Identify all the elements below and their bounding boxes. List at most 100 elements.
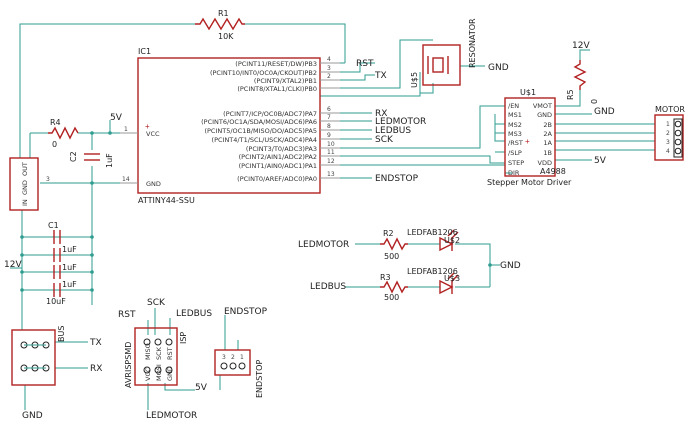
u1-pin-label: DIR <box>508 169 520 177</box>
ic1-pin-label: (PCINT5/OC1B/MISO/DO/ADC5)PA5 <box>204 127 317 135</box>
net-label-rx: RX <box>375 109 387 119</box>
net-label-sck: SCK <box>375 135 394 145</box>
u1-pin-label: 2A <box>543 130 552 138</box>
u1-pin-label: 1A <box>543 139 552 147</box>
c1-value: 10uF <box>46 297 66 306</box>
endstop-name: ENDSTOP <box>255 360 264 398</box>
motor-connector[interactable]: 1 2 3 4 MOTOR <box>654 105 685 161</box>
motor-name: MOTOR <box>655 105 685 114</box>
ic1-pin-label: (PCINT6/OC1A/SDA/MOSI/ADC6)PA6 <box>201 118 317 126</box>
ic1-right-pins <box>320 62 340 179</box>
led-d1-ref: U$2 <box>444 236 460 245</box>
resonator-name: RESONATOR <box>468 18 477 68</box>
wires <box>10 23 655 410</box>
u1-pin-label: MS1 <box>508 111 522 119</box>
u1-value: A4988 <box>540 167 566 176</box>
resistor-r4[interactable]: R4 0 <box>48 118 79 149</box>
led-d2-name: LEDFAB1206 <box>407 267 458 276</box>
ic1-pin-num: 1 <box>124 126 128 133</box>
c1-name: C1 <box>48 221 59 230</box>
r4-value: 0 <box>52 140 57 149</box>
motor-pin-num: 2 <box>666 130 670 137</box>
ic1-pin-num: 12 <box>327 158 335 165</box>
net-label-ledmotor: LEDMOTOR <box>146 411 197 421</box>
isp-pin-label: SCK <box>155 346 163 360</box>
net-label-gnd: GND <box>22 411 43 421</box>
u1-pin-label: /EN <box>508 102 519 110</box>
bus-name: BUS <box>57 326 66 342</box>
net-label-gnd: GND <box>488 63 509 73</box>
ic1-pin-num: 8 <box>327 123 331 130</box>
net-label-endstop: ENDSTOP <box>375 174 419 184</box>
c1-value: 1uF <box>62 280 77 289</box>
net-label-ledmotor: LEDMOTOR <box>298 240 349 250</box>
resistor-r5[interactable]: R5 0 <box>566 60 599 104</box>
ic1-pin-num: 10 <box>327 141 335 148</box>
c2-value: 1uF <box>105 153 114 168</box>
ic1-pin-label: (PCINT10/INT0/OC0A/CKOUT)PB2 <box>210 69 317 77</box>
motor-pin-num: 1 <box>666 121 670 128</box>
ic1-pin-num: 3 <box>327 65 331 72</box>
endstop-pin-num: 2 <box>231 354 235 361</box>
ic1-attiny44[interactable]: IC1 ATTINY44-SSU + 1 VCC 14 GND (PCINT11… <box>120 47 340 205</box>
ic1-pin-num: 11 <box>327 149 335 156</box>
capacitor-c2[interactable]: C2 1uF <box>69 151 114 168</box>
ic1-value: ATTINY44-SSU <box>138 196 195 205</box>
resistor-r1[interactable]: R1 10K <box>195 9 245 41</box>
net-label-rst: RST <box>118 310 136 320</box>
ic1-pin-num: 14 <box>122 176 130 183</box>
r5-value: 0 <box>590 99 599 104</box>
c2-name: C2 <box>69 151 78 162</box>
resistor-r3[interactable]: R3 500 <box>380 273 408 302</box>
net-label-tx: TX <box>89 338 102 348</box>
net-label-ledbus: LEDBUS <box>310 282 346 292</box>
u1-pin-label: 1B <box>543 149 552 157</box>
ic1-pin-num: 2 <box>327 73 331 80</box>
voltage-regulator-ic2[interactable]: GND OUT IN 3 <box>9 157 50 211</box>
led-d1[interactable]: LEDFAB1206 U$2 <box>407 228 460 252</box>
motor-pin-num: 3 <box>666 139 670 146</box>
ic1-pin-label: (PCINT8/XTAL1/CLKI)PB0 <box>237 85 317 93</box>
junction-dots <box>20 131 492 292</box>
regulator-pin-label: GND <box>21 180 29 195</box>
isp-pin-label: VCC <box>144 367 152 381</box>
ic1-pin-num: 13 <box>327 171 335 178</box>
ic1-pin-num: 4 <box>327 56 331 63</box>
net-label-tx: TX <box>374 71 387 81</box>
u1-pin-label: MS3 <box>508 130 522 138</box>
ic1-plus-mark: + <box>145 122 150 131</box>
net-label-rst: RST <box>356 59 374 69</box>
net-label-5v: 5V <box>594 156 607 166</box>
isp-pin-label: MISO <box>144 343 152 360</box>
r2-value: 500 <box>384 252 399 261</box>
regulator-pin-label: IN <box>21 199 29 206</box>
resistor-r2[interactable]: R2 500 <box>380 229 408 261</box>
u1-pin-label: GND <box>537 111 552 119</box>
isp-connector[interactable]: MISO SCK RST VCC MOSI GND AVRISPSMD ISP <box>124 327 188 388</box>
resonator-ref: U$5 <box>410 72 419 88</box>
isp-pin-label: MOSI <box>155 364 163 381</box>
ic1-pin-label: (PCINT2/AIN1/ADC2)PA2 <box>239 153 317 161</box>
u1-pin-label: MS2 <box>508 121 522 129</box>
led-d2[interactable]: LEDFAB1206 U$3 <box>407 267 460 295</box>
bus-connector[interactable]: BUS <box>11 326 66 386</box>
capacitor-bank-c1[interactable]: C1 1uF 1uF 1uF 10uF <box>46 221 77 306</box>
ic1-pin-label: (PCINT11/RESET/DW)PB3 <box>235 60 317 68</box>
c1-value: 1uF <box>62 245 77 254</box>
motor-pin-num: 4 <box>666 148 670 155</box>
net-label-ledbus: LEDBUS <box>176 309 212 319</box>
u1-pin-label: STEP <box>508 159 524 167</box>
isp-ref: ISP <box>179 332 188 344</box>
resonator[interactable]: RESONATOR U$5 <box>410 18 477 88</box>
net-labels: RST TX GND RX LEDMOTOR LEDBUS SCK ENDSTO… <box>22 41 615 421</box>
net-label-5v: 5V <box>195 383 208 393</box>
net-label-gnd: GND <box>500 261 521 271</box>
net-12v-label: 12V <box>4 260 22 270</box>
endstop-connector[interactable]: 3 2 1 ENDSTOP <box>214 349 264 398</box>
r1-name: R1 <box>218 9 229 18</box>
ic1-pin-num: 9 <box>327 132 331 139</box>
a4988-stepper-driver[interactable]: U$1 A4988 Stepper Motor Driver + /EN MS1… <box>487 88 572 187</box>
ic1-pin-num: 6 <box>327 106 331 113</box>
r5-name: R5 <box>566 89 575 100</box>
